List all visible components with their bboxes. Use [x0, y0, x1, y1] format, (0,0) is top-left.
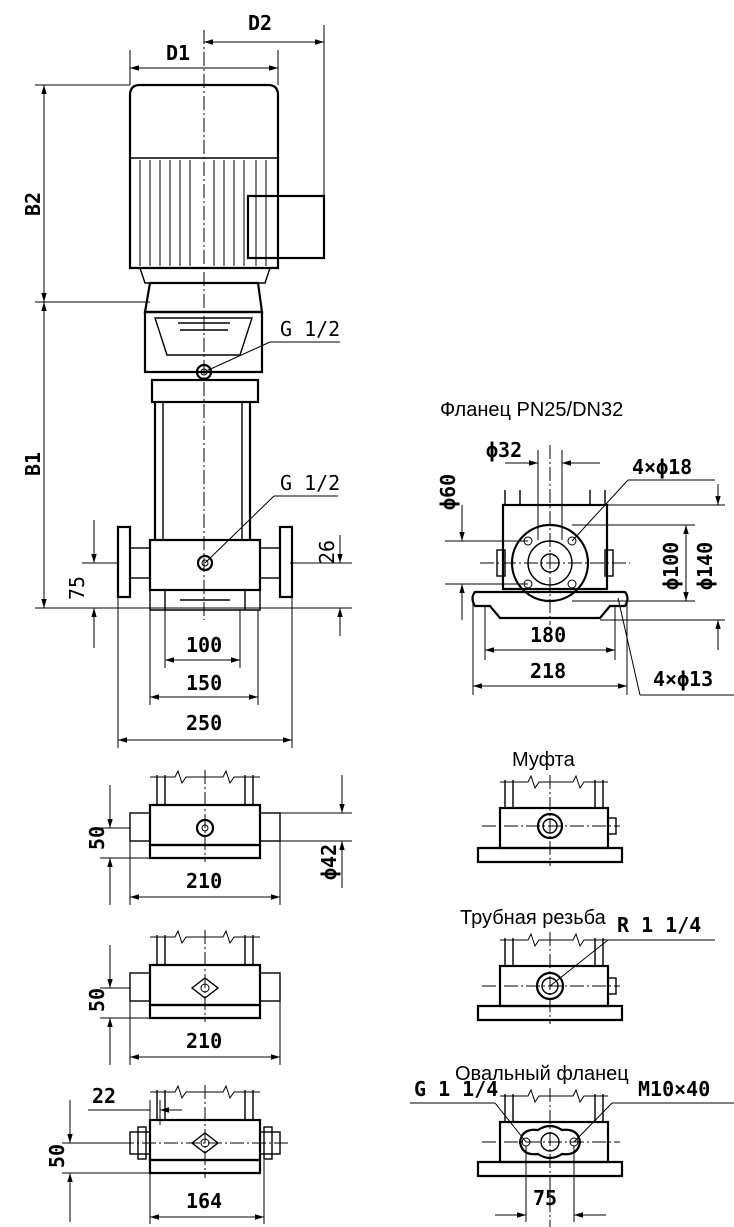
flange-holes-label: 4×ϕ18 — [632, 455, 692, 479]
coupling-caption: Муфта — [512, 749, 576, 771]
coupling-view — [476, 774, 624, 866]
view-164-dimension-164-label: 164 — [186, 1189, 222, 1213]
view-164-dimension-50-label: 50 — [45, 1144, 69, 1168]
flange-phi140-label: ϕ140 — [693, 542, 717, 590]
oval-flange-view: G 1 1/4 M10×40 75 — [410, 1077, 734, 1227]
view-164-dimension-22-label: 22 — [92, 1084, 116, 1108]
view-b-dimension-210-label: 210 — [186, 1029, 222, 1053]
pipe-thread-label: R 1 1/4 — [617, 913, 701, 937]
top-head — [150, 378, 260, 404]
pipe-thread-view: R 1 1/4 — [476, 913, 715, 1024]
dimension-250-label: 250 — [186, 711, 222, 735]
view-a-dimension-210-label: 210 — [186, 869, 222, 893]
flange-180-label: 180 — [530, 623, 566, 647]
view-b-dimension-50-label: 50 — [85, 988, 109, 1012]
dimension-100-label: 100 — [186, 633, 222, 657]
pipe-thread-caption: Трубная резьба — [460, 907, 607, 929]
oval-right-label: M10×40 — [638, 1077, 710, 1101]
flange-view: ϕ32 ϕ60 4×ϕ18 ϕ100 ϕ140 180 218 4×ϕ13 — [436, 438, 734, 696]
motor-fins — [139, 160, 267, 266]
port-bottom-label: G 1/2 — [280, 471, 340, 495]
flange-218-label: 218 — [530, 659, 566, 683]
motor-body — [128, 83, 280, 270]
pump-base-housing — [148, 538, 262, 592]
flange-caption: Фланец PN25/DN32 — [440, 399, 623, 421]
inlet-flange — [116, 525, 132, 599]
oval-left-label: G 1 1/4 — [414, 1077, 498, 1101]
view-a-phi42-label: ϕ42 — [317, 844, 341, 880]
terminal-box — [246, 194, 326, 260]
side-view-210-a: 50 210 ϕ42 — [85, 769, 352, 905]
outlet-flange — [278, 525, 294, 599]
view-a-dimension-50-label: 50 — [85, 826, 109, 850]
flange-phi32-label: ϕ32 — [486, 438, 522, 462]
flange-base-holes-label: 4×ϕ13 — [653, 667, 713, 691]
flange-phi100-label: ϕ100 — [659, 542, 683, 590]
dimension-75-label: 75 — [65, 576, 89, 600]
port-top-label: G 1/2 — [280, 317, 340, 341]
main-pump-view: D1 D2 B2 B1 G 1/2 G 1/2 26 75 — [21, 11, 352, 748]
dimension-b1-label: B1 — [21, 452, 45, 476]
dimension-26-label: 26 — [315, 540, 339, 564]
side-view-210-b: 50 210 — [85, 929, 281, 1065]
dimension-d1-label: D1 — [166, 41, 190, 65]
dimension-150-label: 150 — [186, 671, 222, 695]
oval-flange-caption: Овальный фланец — [455, 1063, 629, 1085]
dimension-d2-label: D2 — [248, 11, 272, 35]
dimension-b2-label: B2 — [21, 192, 45, 216]
flange-phi60-label: ϕ60 — [436, 474, 460, 510]
oval-dimension-75-label: 75 — [533, 1186, 557, 1210]
side-view-164: 22 50 164 — [45, 1084, 290, 1224]
